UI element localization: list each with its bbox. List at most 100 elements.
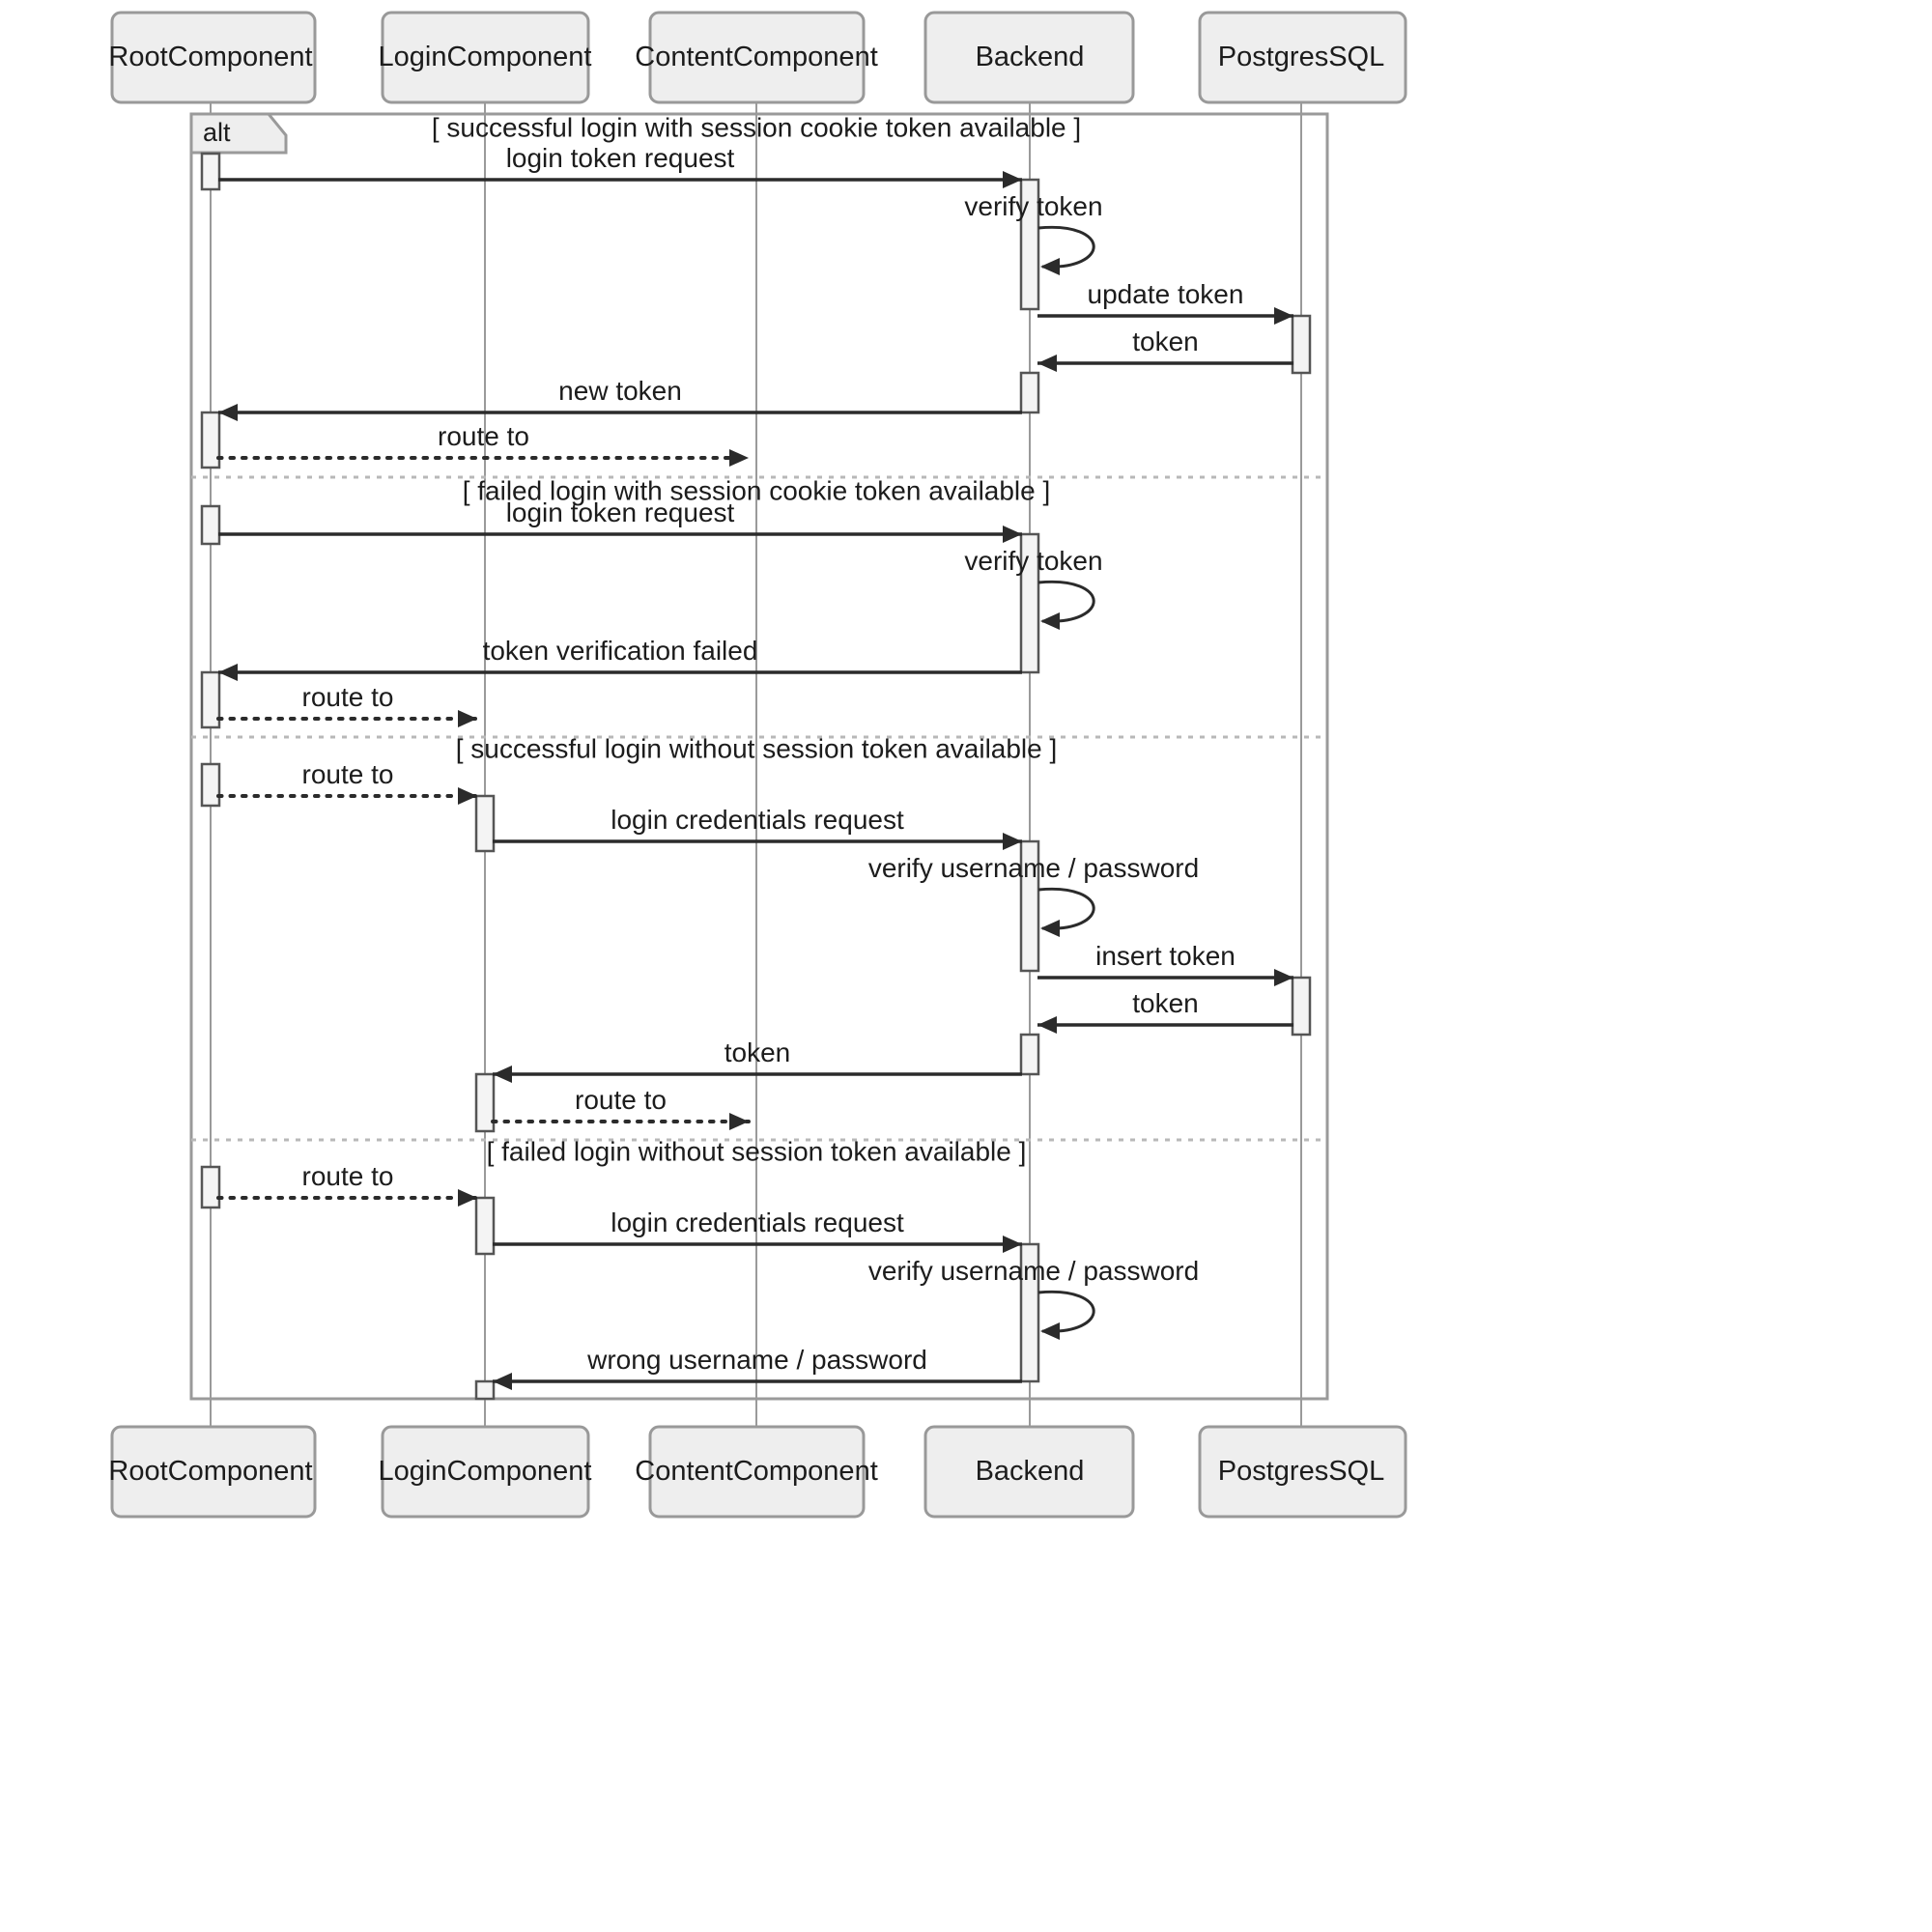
fragment-condition-3: [ failed login without session token ava… xyxy=(487,1136,1027,1166)
message-2-4: token xyxy=(1037,988,1293,1034)
fragment-dividers-layer xyxy=(191,475,1327,1142)
message-arrowhead xyxy=(729,1113,749,1130)
message-arrowhead xyxy=(458,1189,477,1207)
fragment-condition-1: [ failed login with session cookie token… xyxy=(463,475,1051,505)
participant-box-login[interactable] xyxy=(381,1425,590,1519)
message-3-0: route to xyxy=(216,1161,479,1207)
participant-header-root[interactable]: RootComponent xyxy=(108,11,317,104)
message-3-1: login credentials request xyxy=(493,1208,1022,1253)
self-message-loop xyxy=(1037,887,1095,930)
participant-box-content[interactable] xyxy=(648,11,866,104)
activation-bar-db xyxy=(1291,314,1312,375)
activation-bar-root xyxy=(200,670,221,729)
activation-bar-login xyxy=(474,1379,496,1401)
activation-bar-root xyxy=(200,411,221,469)
activation-bar-login xyxy=(474,1072,496,1133)
fragment-condition-2: [ successful login without session token… xyxy=(456,733,1058,763)
participant-footer-backend[interactable]: Backend xyxy=(923,1425,1135,1519)
participant-label-root: RootComponent xyxy=(108,1456,312,1487)
participant-label-content: ContentComponent xyxy=(635,42,878,72)
activation-bar-root xyxy=(200,504,221,546)
message-label: route to xyxy=(302,759,394,789)
participant-box-root[interactable] xyxy=(110,1425,317,1519)
message-label: token verification failed xyxy=(483,636,758,666)
message-label: login credentials request xyxy=(611,1208,904,1237)
participant-box-backend[interactable] xyxy=(923,1425,1135,1519)
participant-box-backend[interactable] xyxy=(923,11,1135,104)
message-label: new token xyxy=(558,376,682,406)
participant-label-backend: Backend xyxy=(976,1456,1085,1487)
participant-footer-db[interactable]: PostgresSQL xyxy=(1198,1425,1407,1519)
message-arrowhead xyxy=(1003,833,1022,850)
message-arrowhead xyxy=(1037,355,1057,372)
fragment-conditions-layer: [ successful login with session cookie t… xyxy=(432,112,1081,1166)
participant-header-backend[interactable]: Backend xyxy=(923,11,1135,104)
message-label: token xyxy=(1132,327,1199,356)
participant-label-db: PostgresSQL xyxy=(1218,1456,1384,1487)
message-2-2: verify username / password xyxy=(868,853,1199,937)
self-message-arrowhead xyxy=(1040,1322,1060,1340)
message-arrowhead xyxy=(1037,1016,1057,1034)
participant-footer-root[interactable]: RootComponent xyxy=(108,1425,317,1519)
self-message-loop xyxy=(1037,580,1095,623)
message-2-1: login credentials request xyxy=(493,805,1022,850)
activation-bar-backend xyxy=(1019,1242,1040,1383)
message-label: verify username / password xyxy=(868,1256,1199,1286)
message-arrowhead xyxy=(458,710,477,727)
message-arrowhead xyxy=(1274,969,1293,986)
activations-layer xyxy=(200,152,1312,1401)
message-arrowhead xyxy=(1003,1236,1022,1253)
alt-frame-border xyxy=(189,112,1329,1401)
participant-footer-login[interactable]: LoginComponent xyxy=(379,1425,592,1519)
message-label: login credentials request xyxy=(611,805,904,835)
participant-header-content[interactable]: ContentComponent xyxy=(635,11,878,104)
participant-box-content[interactable] xyxy=(648,1425,866,1519)
message-2-3: insert token xyxy=(1037,941,1293,986)
message-3-2: verify username / password xyxy=(868,1256,1199,1340)
participant-box-root[interactable] xyxy=(110,11,317,104)
alt-frame-tab xyxy=(189,112,288,155)
participant-label-db: PostgresSQL xyxy=(1218,42,1384,72)
message-label: update token xyxy=(1088,279,1244,309)
message-label: route to xyxy=(575,1085,667,1115)
message-0-4: new token xyxy=(218,376,1022,421)
activation-bar-root xyxy=(200,762,221,808)
message-arrowhead xyxy=(218,404,238,421)
participant-box-db[interactable] xyxy=(1198,11,1407,104)
message-0-5: route to xyxy=(216,421,751,467)
message-arrowhead xyxy=(493,1373,512,1390)
message-arrowhead xyxy=(729,449,749,467)
participant-label-content: ContentComponent xyxy=(635,1456,878,1487)
participant-label-login: LoginComponent xyxy=(379,1456,592,1487)
participant-footer-content[interactable]: ContentComponent xyxy=(635,1425,878,1519)
participant-header-db[interactable]: PostgresSQL xyxy=(1198,11,1407,104)
self-message-arrowhead xyxy=(1040,258,1060,275)
participant-box-login[interactable] xyxy=(381,11,590,104)
message-0-0: login token request xyxy=(218,143,1022,188)
alt-frame-layer: alt xyxy=(189,112,1329,1401)
message-1-1: verify token xyxy=(964,546,1103,630)
message-arrowhead xyxy=(1003,171,1022,188)
message-arrowhead xyxy=(1003,526,1022,543)
message-label: route to xyxy=(302,682,394,712)
message-2-6: route to xyxy=(491,1085,751,1130)
messages-layer: login token request verify token update to… xyxy=(216,143,1293,1390)
participant-header-login[interactable]: LoginComponent xyxy=(379,11,592,104)
participant-label-backend: Backend xyxy=(976,42,1085,72)
message-label: token xyxy=(1132,988,1199,1018)
message-arrowhead xyxy=(218,664,238,681)
message-label: insert token xyxy=(1095,941,1236,971)
self-message-arrowhead xyxy=(1040,612,1060,630)
message-label: wrong username / password xyxy=(586,1345,927,1375)
message-label: route to xyxy=(302,1161,394,1191)
self-message-loop xyxy=(1037,1290,1095,1333)
participant-box-db[interactable] xyxy=(1198,1425,1407,1519)
message-label: verify username / password xyxy=(868,853,1199,883)
activation-bar-login xyxy=(474,1196,496,1256)
message-0-1: verify token xyxy=(964,191,1103,275)
activation-bar-login xyxy=(474,794,496,853)
activation-bar-db xyxy=(1291,976,1312,1037)
message-3-3: wrong username / password xyxy=(493,1345,1022,1390)
message-label: login token request xyxy=(506,143,735,173)
